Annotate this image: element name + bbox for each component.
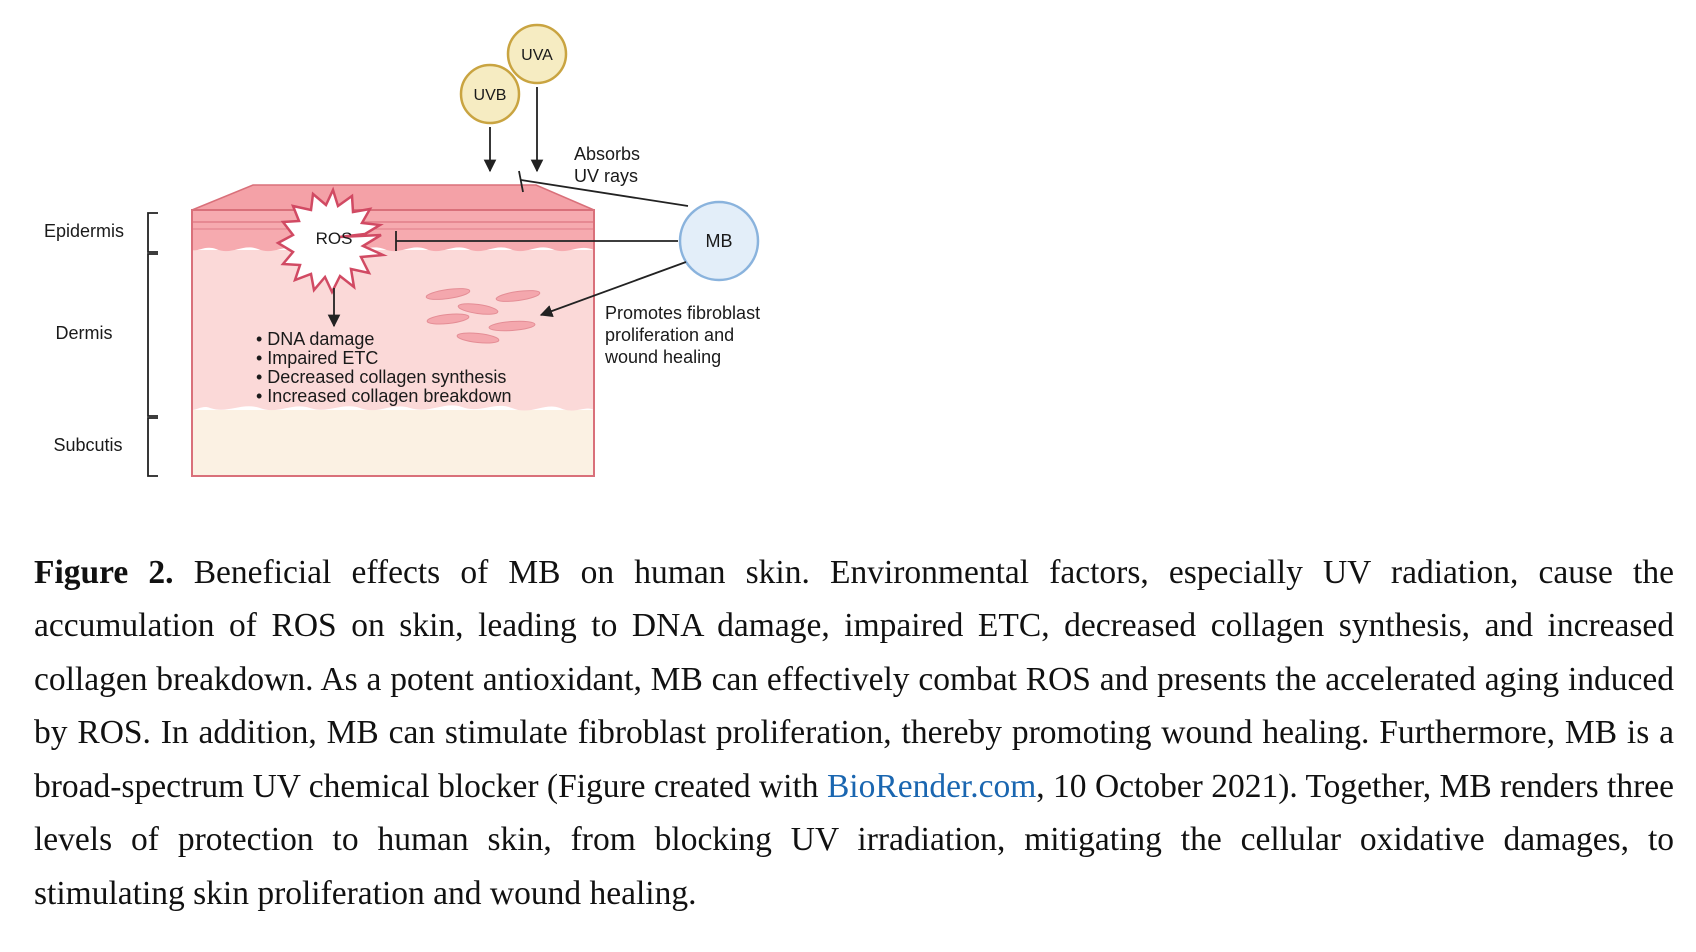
- promotes-label: proliferation and: [605, 325, 734, 345]
- fibroblast-cells: [425, 288, 541, 344]
- ros-burst-icon: [275, 186, 388, 295]
- promotes-label: wound healing: [604, 347, 721, 367]
- uvb-circle: [459, 63, 521, 125]
- caption-label: Figure 2.: [34, 553, 174, 591]
- layer-brackets: [147, 212, 158, 477]
- mb-label: MB: [706, 231, 733, 251]
- uva-label: UVA: [521, 47, 553, 64]
- effect-item: • Increased collagen breakdown: [256, 386, 511, 406]
- effect-item: • Decreased collagen synthesis: [256, 367, 506, 387]
- dermis-label: Dermis: [56, 323, 113, 343]
- absorbs-label: Absorbs: [574, 144, 640, 164]
- absorbs-label: UV rays: [574, 166, 638, 186]
- caption-text: Beneficial effects of MB on human skin. …: [34, 553, 1674, 805]
- epidermis-label: Epidermis: [44, 221, 124, 241]
- caption-text: , 10 October 2021). Together, MB renders…: [34, 767, 1674, 912]
- figure-diagram: ROS • DNA damage • Impaired ETC • Decrea…: [44, 23, 760, 477]
- uva-circle: [506, 23, 568, 85]
- mb-circle: [678, 200, 760, 282]
- effect-item: • DNA damage: [256, 329, 374, 349]
- biorender-link[interactable]: BioRender.com: [826, 767, 1037, 805]
- effect-item: • Impaired ETC: [256, 348, 378, 368]
- inhibition-lines: [395, 170, 689, 251]
- uvb-label: UVB: [474, 87, 507, 104]
- fibroblast-arrow: [539, 261, 687, 318]
- figure-caption: Figure 2. Beneficial effects of MB on hu…: [34, 546, 1674, 921]
- promotes-label: Promotes fibroblast: [605, 303, 760, 323]
- ros-label: ROS: [316, 229, 353, 248]
- subcutis-label: Subcutis: [53, 435, 122, 455]
- skin-block: [191, 184, 595, 477]
